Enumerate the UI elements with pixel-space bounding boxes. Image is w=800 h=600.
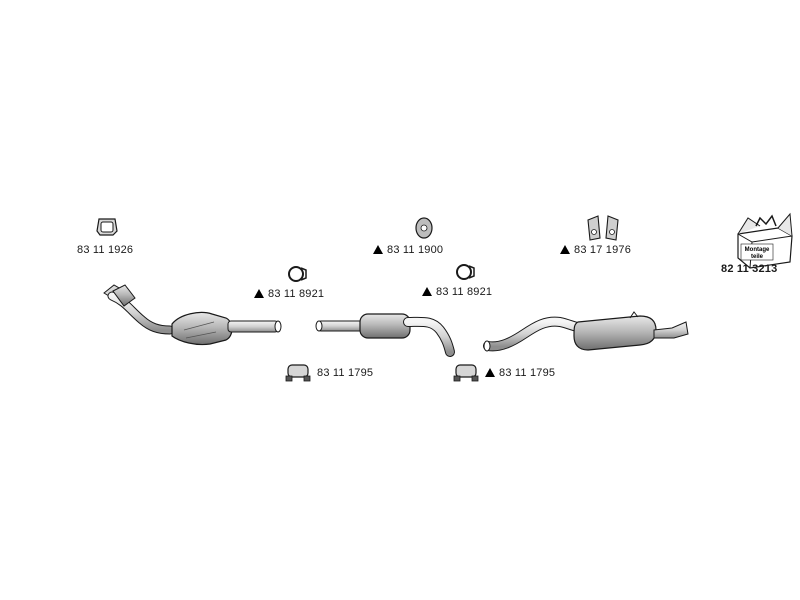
kit-box-text-line-2: teile [751,254,764,260]
warning-triangle-icon [254,289,264,298]
clamp-icon-left[interactable] [285,364,311,382]
warning-triangle-icon [422,287,432,296]
part-label-clamp-right: 83 11 1795 [485,367,555,379]
warning-triangle-icon [485,368,495,377]
warning-triangle-icon [373,245,383,254]
center-silencer[interactable] [315,313,455,357]
kit-box-text-line-1: Montage [745,247,770,253]
rubber-mount-icon[interactable] [587,215,619,241]
part-label-mounting-kit: 82 11 3213 [721,263,778,275]
gasket-icon[interactable] [96,218,118,236]
sealing-ring-icon-left[interactable] [288,266,307,282]
part-label-gasket-front: 83 11 1926 [77,244,134,256]
rear-silencer[interactable] [483,311,689,352]
sealing-ring-icon-right[interactable] [456,264,475,280]
part-label-mount-rear: 83 17 1976 [560,244,631,256]
part-label-ring-right: 83 11 8921 [422,286,492,298]
clamp-icon-right[interactable] [453,364,479,382]
part-label-hanger-center: 83 11 1900 [373,244,443,256]
rubber-hanger-icon[interactable] [415,217,433,239]
part-label-clamp-left: 83 11 1795 [317,367,374,379]
front-pipe-catalytic-converter[interactable] [103,284,282,346]
warning-triangle-icon [560,245,570,254]
mounting-kit-box-icon[interactable]: Montage teile [737,212,793,269]
part-label-ring-left: 83 11 8921 [254,288,324,300]
